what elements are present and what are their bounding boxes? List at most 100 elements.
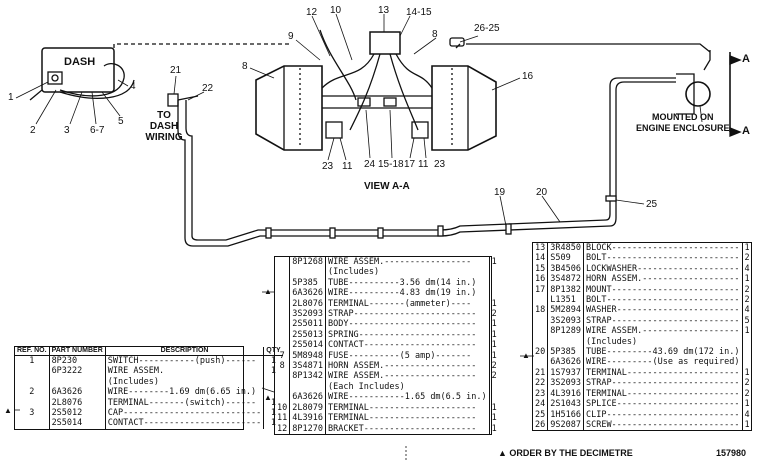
row-ref: [275, 340, 291, 351]
row-ref: 8: [275, 361, 291, 372]
row-qty: 2: [488, 361, 499, 372]
row-ref: [533, 336, 549, 348]
row-description: TERMINAL----------------------: [585, 367, 740, 378]
callout-9: 9: [288, 31, 294, 42]
row-part-number: L1351: [547, 295, 584, 306]
row-qty: 1: [488, 340, 499, 351]
callout-10: 10: [330, 5, 342, 16]
callout-23-right: 23: [434, 159, 446, 170]
row-qty: [488, 392, 499, 403]
callout-25: 25: [646, 199, 658, 210]
row-part-number: 6P3222: [49, 366, 106, 377]
row-ref: 1: [15, 355, 50, 367]
row-part-number: 1S7937: [547, 367, 584, 379]
row-part-number: 2S1043: [547, 399, 584, 410]
row-description: TERMINAL-------(switch)------: [107, 397, 257, 408]
row-qty: 1: [488, 329, 499, 341]
row-qty: 1: [488, 350, 499, 362]
row-part-number: 3S4872: [547, 274, 584, 285]
section-a-bottom: A: [742, 125, 750, 137]
row-qty: 5: [741, 315, 752, 327]
row-description: BRACKET----------------------: [327, 423, 477, 434]
callout-26-25: 26-25: [474, 23, 500, 34]
row-ref: 20: [533, 347, 549, 358]
callout-19: 19: [494, 187, 506, 198]
row-description: WIRE ASSEM.-----------------: [327, 257, 472, 267]
row-qty: [488, 267, 499, 278]
enclosure-horn: [676, 50, 731, 132]
row-qty: [741, 357, 752, 368]
row-part-number: 4L3916: [289, 413, 326, 424]
row-description: STRAP------------------------: [327, 309, 477, 320]
row-qty: 4: [741, 305, 752, 316]
row-part-number: 8P1382: [547, 284, 584, 296]
row-qty: 2: [488, 371, 499, 382]
row-part-number: [547, 336, 584, 348]
row-part-number: 2L8079: [289, 402, 326, 414]
table-row: (Each Includes): [275, 381, 499, 393]
table-header: REF. NO. PART NUMBER DESCRIPTION QTY: [15, 347, 283, 356]
row-part-number: 2S5014: [49, 418, 106, 429]
row-ref: [275, 288, 291, 299]
callout-14-15: 14-15: [406, 7, 432, 18]
row-part-number: 8P1268: [289, 257, 326, 268]
row-ref: [275, 319, 291, 330]
row-ref: [533, 357, 549, 368]
row-ref: 12: [275, 423, 291, 434]
row-ref: 23: [533, 388, 549, 400]
row-description: SWITCH-----------(push)------: [107, 356, 257, 366]
col-part-number: PART NUMBER: [49, 347, 106, 356]
row-description: (Includes): [107, 376, 159, 387]
row-description: TERMINAL---------------------: [327, 402, 477, 413]
row-part-number: 3S4871: [289, 361, 326, 372]
row-part-number: 2L8076: [289, 298, 326, 310]
callout-13: 13: [378, 5, 390, 16]
row-qty: [488, 277, 499, 289]
row-qty: 1: [263, 366, 283, 377]
row-part-number: 6A3626: [547, 357, 584, 368]
row-qty: [741, 336, 752, 348]
order-mark-mid-2: ▲: [264, 393, 272, 402]
row-description: CLIP--------------------------: [585, 409, 740, 420]
view-label: VIEW A-A: [364, 181, 410, 192]
row-qty: 2: [741, 284, 752, 296]
callout-6-7: 6-7: [90, 125, 105, 136]
row-description: HORN ASSEM.------------------: [327, 361, 477, 372]
row-part-number: 4L3916: [547, 388, 584, 400]
row-qty: 1: [488, 319, 499, 330]
row-qty: 2: [741, 253, 752, 264]
row-description: LOCKWASHER--------------------: [585, 263, 740, 274]
callout-4: 4: [130, 81, 136, 92]
row-qty: 2: [488, 309, 499, 320]
row-description: (Includes): [585, 336, 638, 347]
row-part-number: 9S2087: [547, 419, 584, 431]
row-ref: [275, 257, 291, 268]
row-description: SPLICE------------------------: [585, 399, 740, 410]
row-part-number: [289, 267, 326, 278]
row-description: WIRE ASSEM.------------------: [327, 371, 477, 382]
row-description: CAP---------------------------: [107, 408, 262, 419]
row-qty: 1: [741, 274, 752, 285]
row-ref: 16: [533, 274, 549, 285]
row-ref: [533, 326, 549, 337]
row-description: SCREW-------------------------: [585, 419, 740, 430]
row-description: CONTACT-----------------------: [107, 418, 262, 429]
mounted-label: MOUNTED ON ENGINE ENCLOSURE: [636, 112, 730, 133]
row-ref: 18: [533, 305, 549, 316]
col-qty: QTY: [263, 347, 283, 356]
